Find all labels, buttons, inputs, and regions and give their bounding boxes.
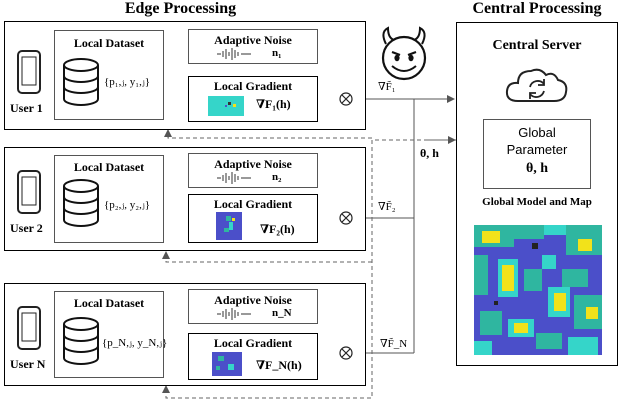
gradient-symbol: ∇F₂(h) [260, 222, 295, 236]
adaptive-noise-title: Adaptive Noise [214, 33, 292, 47]
noisy-gradient-symbol: ∇F̃₁ [378, 81, 396, 93]
user-2-label: User 2 [10, 221, 43, 235]
adaptive-noise-title: Adaptive Noise [214, 293, 292, 307]
smartphone-icon [17, 306, 41, 350]
eavesdropper-devil-icon [381, 26, 427, 81]
adaptive-noise-box [188, 29, 318, 64]
local-gradient-title: Local Gradient [213, 79, 293, 93]
noisy-gradient-symbol: ∇F̃₂ [378, 201, 396, 213]
combine-operator-icon [339, 92, 353, 106]
global-map-heatmap [474, 225, 602, 355]
central-server-title: Central Server [492, 38, 582, 53]
gradient-symbol: ∇F₁(h) [256, 97, 291, 111]
local-gradient-box [188, 194, 318, 243]
smartphone-icon [17, 170, 41, 214]
smartphone-icon [17, 50, 41, 94]
cloud-sync-icon [505, 68, 568, 102]
edge-processing-title: Edge Processing [124, 0, 237, 17]
combine-operator-icon [339, 346, 353, 360]
local-gradient-box [188, 333, 318, 380]
combine-operator-icon [339, 211, 353, 225]
local-dataset-title: Local Dataset [73, 160, 145, 174]
global-parameter-line1: Global [518, 125, 556, 140]
adaptive-noise-box [188, 153, 318, 188]
local-gradient-title: Local Gradient [213, 197, 293, 211]
global-parameter-box [483, 119, 591, 189]
noise-waveform-icon [217, 172, 251, 184]
user-1-label: User 1 [10, 101, 43, 115]
gradient-symbol: ∇F_N(h) [256, 358, 302, 372]
noise-symbol: n₂ [272, 171, 282, 183]
noise-symbol: n₁ [272, 47, 282, 59]
global-model-title: Global Model and Map [482, 196, 592, 208]
database-icon [63, 179, 99, 227]
noise-symbol: n_N [272, 307, 292, 319]
local-gradient-title: Local Gradient [213, 336, 293, 350]
gradient-thumbnail [208, 96, 244, 116]
dataset-math: {p₂,ⱼ, y₂,ⱼ} [104, 199, 151, 211]
downlink-parameter-label: θ, h [420, 146, 439, 160]
database-icon [63, 58, 99, 106]
adaptive-noise-title: Adaptive Noise [214, 157, 292, 171]
dataset-math: {p_N,ⱼ, y_N,ⱼ} [102, 337, 168, 349]
gradient-thumbnail [216, 212, 242, 240]
noisy-gradient-symbol: ∇F̃_N [380, 338, 408, 350]
noise-waveform-icon [217, 48, 251, 60]
global-parameter-symbols: θ, h [525, 161, 549, 176]
local-dataset-title: Local Dataset [73, 296, 145, 310]
database-icon [63, 317, 99, 365]
dataset-math: {p₁,ⱼ, y₁,ⱼ} [104, 76, 151, 88]
noise-waveform-icon [217, 308, 251, 320]
user-n-label: User N [10, 357, 46, 371]
adaptive-noise-box [188, 289, 318, 324]
central-processing-title: Central Processing [472, 0, 602, 17]
global-parameter-line2: Parameter [506, 142, 568, 157]
gradient-thumbnail [212, 352, 242, 376]
local-dataset-title: Local Dataset [73, 36, 145, 50]
